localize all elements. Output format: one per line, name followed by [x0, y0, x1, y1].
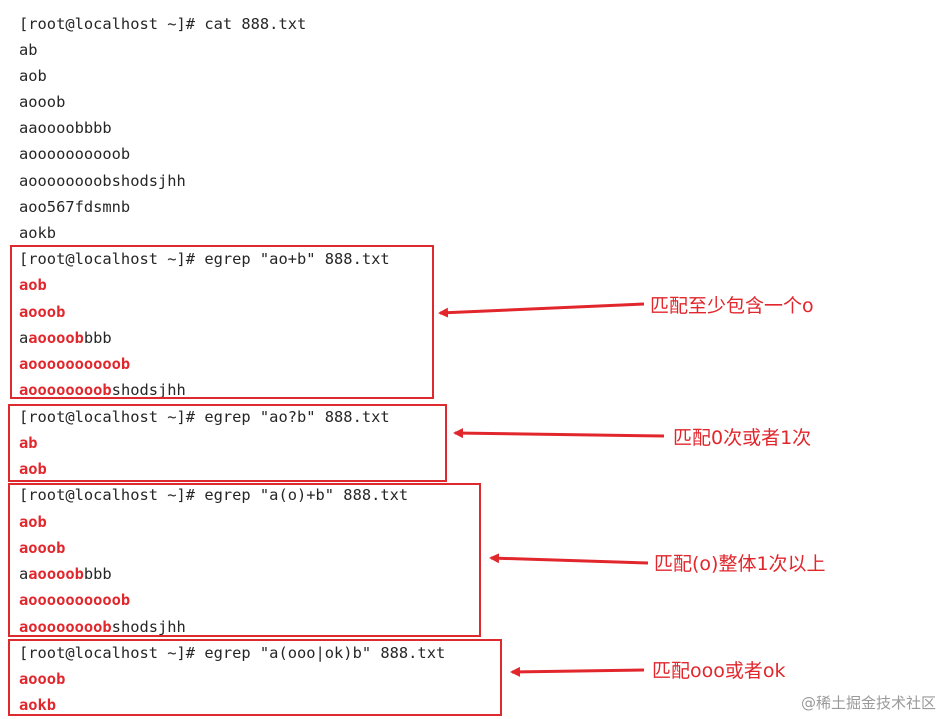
annotation-note: 匹配0次或者1次 — [673, 427, 812, 449]
result-line: aaoooobbbb — [19, 329, 112, 347]
annotation-note: 匹配ooo或者ok — [652, 660, 786, 682]
command-line-egrep-question: [root@localhost ~]# egrep "ao?b" 888.txt — [19, 408, 390, 426]
result-line: aob — [19, 513, 47, 531]
file-line: aob — [19, 67, 47, 85]
result-line: ab — [19, 434, 38, 452]
command-line-egrep-alternation: [root@localhost ~]# egrep "a(ooo|ok)b" 8… — [19, 644, 446, 662]
result-line: aooob — [19, 303, 66, 321]
result-line: aooob — [19, 670, 66, 688]
arrow-icon — [453, 428, 665, 439]
result-line: aokb — [19, 696, 57, 714]
file-line: aaoooobbbb — [19, 119, 112, 137]
watermark: @稀土掘金技术社区 — [800, 694, 936, 712]
file-line: aoo567fdsmnb — [19, 198, 131, 216]
result-line: aob — [19, 460, 47, 478]
command-line-cat: [root@localhost ~]# cat 888.txt — [19, 15, 307, 33]
result-line: aooob — [19, 539, 66, 557]
highlight-box-alternation — [8, 639, 502, 716]
highlight-box-question — [8, 404, 447, 482]
highlight-box-group — [8, 483, 481, 637]
command-line-egrep-group: [root@localhost ~]# egrep "a(o)+b" 888.t… — [19, 486, 409, 504]
result-line: aoooooooooob — [19, 355, 131, 373]
result-line: aoooooooooob — [19, 591, 131, 609]
result-line: aob — [19, 276, 47, 294]
file-line: aooob — [19, 93, 66, 111]
file-line: ab — [19, 41, 38, 59]
file-line: aoooooooobshodsjhh — [19, 172, 186, 190]
annotation-note: 匹配(o)整体1次以上 — [654, 553, 826, 575]
command-line-egrep-plus: [root@localhost ~]# egrep "ao+b" 888.txt — [19, 250, 390, 268]
annotation-note: 匹配至少包含一个o — [650, 295, 814, 317]
result-line: aoooooooobshodsjhh — [19, 381, 186, 399]
arrow-icon — [438, 302, 645, 318]
file-line: aokb — [19, 224, 57, 242]
highlight-box-plus — [10, 245, 434, 399]
result-line: aaoooobbbb — [19, 565, 112, 583]
result-line: aoooooooobshodsjhh — [19, 618, 186, 636]
arrow-icon — [489, 553, 649, 565]
arrow-icon — [510, 666, 645, 677]
file-line: aoooooooooob — [19, 145, 131, 163]
